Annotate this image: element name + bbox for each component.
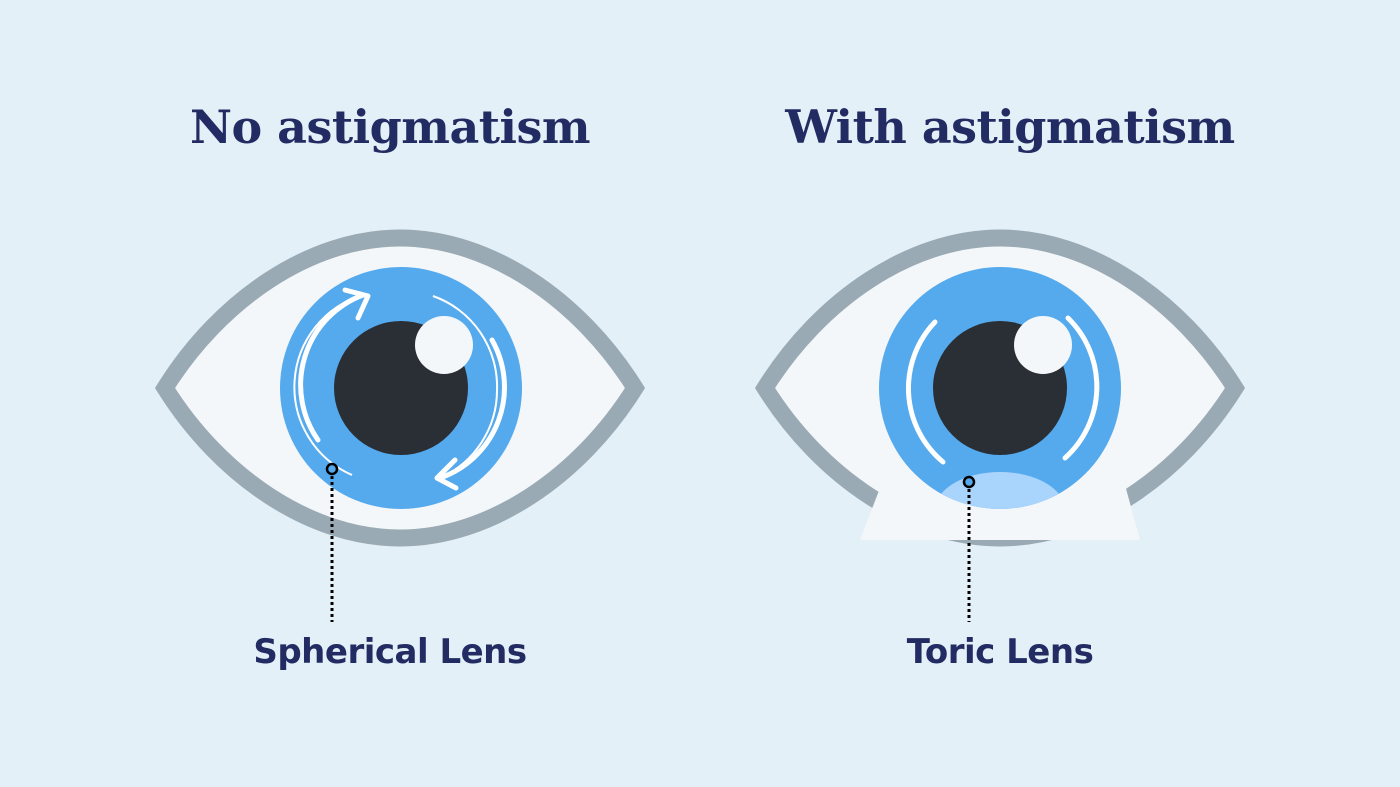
right-eye-icon [754, 229, 1246, 622]
label-spherical-lens: Spherical Lens [253, 632, 527, 672]
label-toric-lens: Toric Lens [906, 632, 1094, 672]
title-no-astigmatism: No astigmatism [189, 100, 591, 154]
left-eye-icon [154, 229, 646, 622]
title-with-astigmatism: With astigmatism [785, 100, 1235, 154]
